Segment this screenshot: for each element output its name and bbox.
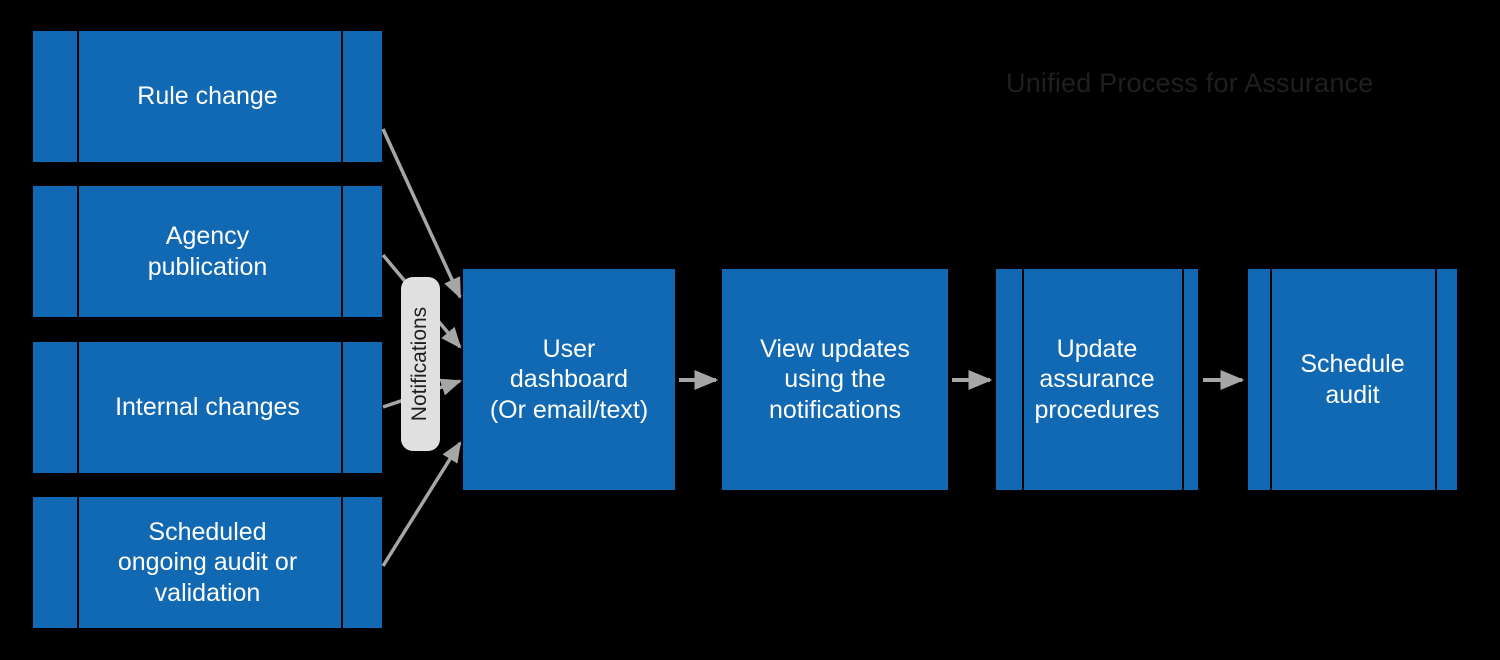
node-divider-left [77, 342, 79, 473]
notifications-label-text: Notifications [408, 306, 432, 422]
source-node-label: Scheduled ongoing audit or validation [117, 517, 298, 607]
source-node-label: Rule change [137, 82, 278, 111]
source-node-internal-changes[interactable]: Internal changes [33, 342, 382, 473]
node-divider-right [1435, 269, 1437, 490]
node-divider-right [341, 497, 343, 628]
edge-scheduled-audit-to-dashboard [381, 441, 462, 567]
node-divider-left [77, 31, 79, 162]
process-node-schedule-audit[interactable]: Schedule audit [1248, 269, 1457, 490]
source-node-scheduled-audit[interactable]: Scheduled ongoing audit or validation [33, 497, 382, 628]
notifications-label-pill: Notifications [401, 277, 440, 451]
node-divider-left [77, 186, 79, 317]
process-node-label: Update assurance procedures [1034, 334, 1160, 424]
process-node-label: Schedule audit [1300, 350, 1405, 409]
node-divider-left [1270, 269, 1272, 490]
edge-rule-change-to-dashboard [381, 128, 462, 299]
node-divider-right [341, 186, 343, 317]
node-divider-right [1182, 269, 1184, 490]
node-divider-right [341, 342, 343, 473]
node-divider-left [1022, 269, 1024, 490]
process-node-view-updates[interactable]: View updates using the notifications [722, 269, 948, 490]
node-divider-left [77, 497, 79, 628]
node-divider-right [341, 31, 343, 162]
process-node-label: User dashboard (Or email/text) [489, 334, 649, 424]
source-node-rule-change[interactable]: Rule change [33, 31, 382, 162]
source-node-agency-publication[interactable]: Agency publication [33, 186, 382, 317]
process-node-update-assurance[interactable]: Update assurance procedures [996, 269, 1198, 490]
process-node-label: View updates using the notifications [760, 334, 910, 424]
process-node-user-dashboard[interactable]: User dashboard (Or email/text) [463, 269, 675, 490]
source-node-label: Internal changes [115, 393, 300, 422]
source-node-label: Agency publication [147, 222, 268, 281]
diagram-title: Unified Process for Assurance [1006, 68, 1374, 98]
